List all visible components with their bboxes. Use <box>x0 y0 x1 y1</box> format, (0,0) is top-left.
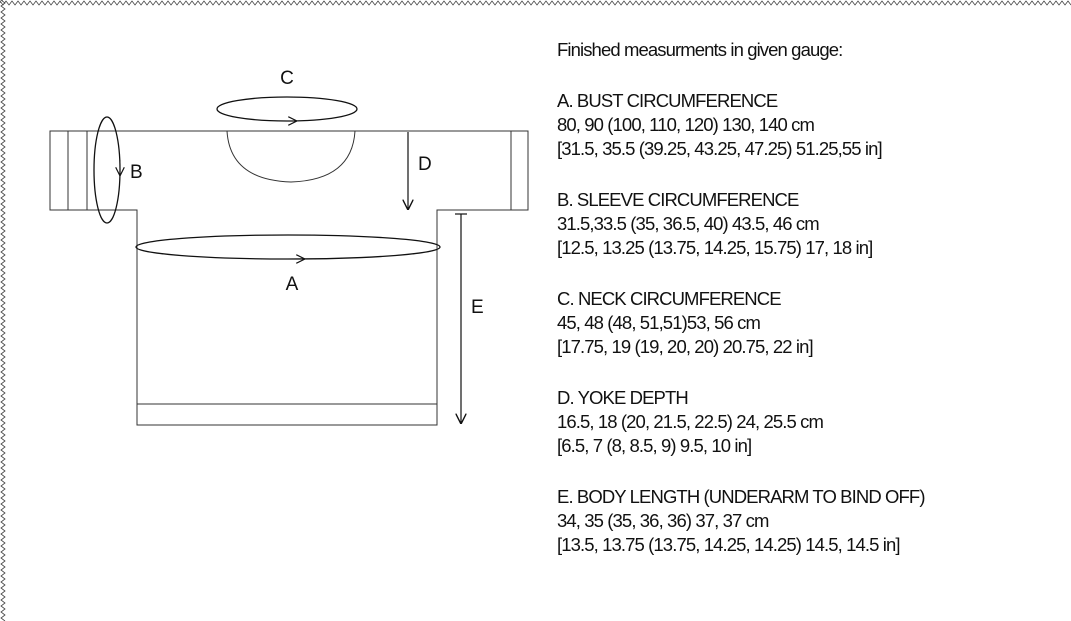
specs-heading: Finished measurments in given gauge: <box>557 39 843 60</box>
measurement-bust: A. BUST CIRCUMFERENCE 80, 90 (100, 110, … <box>557 89 1057 161</box>
neckline <box>226 130 356 183</box>
measurement-cm: 31.5,33.5 (35, 36.5, 40) 43.5, 46 cm <box>557 213 820 234</box>
measurement-specs: Finished measurments in given gauge: A. … <box>557 38 1057 584</box>
measurement-inches: [12.5, 13.25 (13.75, 14.25, 15.75) 17, 1… <box>557 237 873 258</box>
sweater-schematic: C B D A E <box>49 68 529 426</box>
measurement-title: D. YOKE DEPTH <box>557 387 689 408</box>
measurement-title: E. BODY LENGTH (UNDERARM TO BIND OFF) <box>557 486 925 507</box>
measurement-yoke: D. YOKE DEPTH 16.5, 18 (20, 21.5, 22.5) … <box>557 386 1057 458</box>
neck-circumference-ellipse <box>216 96 358 122</box>
measurement-inches: [17.75, 19 (19, 20, 20) 20.75, 22 in] <box>557 336 814 357</box>
bust-circumference-ellipse <box>135 234 441 260</box>
measurement-cm: 16.5, 18 (20, 21.5, 22.5) 24, 25.5 cm <box>557 411 824 432</box>
measurement-title: C. NECK CIRCUMFERENCE <box>557 288 782 309</box>
measurement-inches: [31.5, 35.5 (39.25, 43.25, 47.25) 51.25,… <box>557 138 883 159</box>
measurement-cm: 45, 48 (48, 51,51)53, 56 cm <box>557 312 761 333</box>
label-e: E <box>471 297 484 318</box>
measurement-inches: [13.5, 13.75 (13.75, 14.25, 14.25) 14.5,… <box>557 534 901 555</box>
measurement-body-length: E. BODY LENGTH (UNDERARM TO BIND OFF) 34… <box>557 485 1057 557</box>
measurement-inches: [6.5, 7 (8, 8.5, 9) 9.5, 10 in] <box>557 435 752 456</box>
label-a: A <box>286 274 299 295</box>
measurement-title: A. BUST CIRCUMFERENCE <box>557 90 778 111</box>
measurement-title: B. SLEEVE CIRCUMFERENCE <box>557 189 799 210</box>
measurement-sleeve: B. SLEEVE CIRCUMFERENCE 31.5,33.5 (35, 3… <box>557 188 1057 260</box>
label-b: B <box>130 162 143 183</box>
measurement-cm: 80, 90 (100, 110, 120) 130, 140 cm <box>557 114 815 135</box>
label-d: D <box>418 154 432 175</box>
measurement-neck: C. NECK CIRCUMFERENCE 45, 48 (48, 51,51)… <box>557 287 1057 359</box>
label-c: C <box>280 68 294 89</box>
measurement-cm: 34, 35 (35, 36, 36) 37, 37 cm <box>557 510 769 531</box>
sleeve-circumference-ellipse <box>93 116 121 224</box>
sweater-outline <box>49 130 529 426</box>
